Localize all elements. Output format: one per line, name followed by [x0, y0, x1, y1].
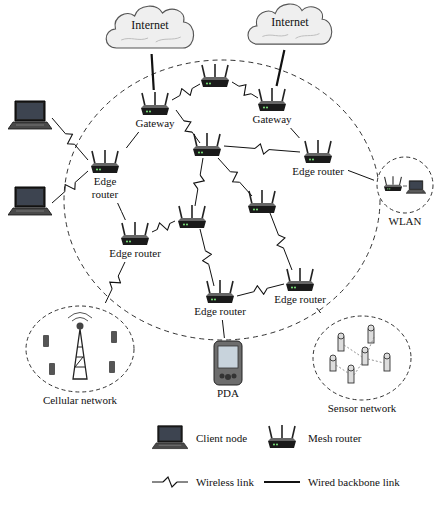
node-label: Internet — [271, 15, 308, 29]
wired-link — [277, 50, 285, 86]
legend-label: Client node — [196, 432, 247, 445]
router-icon — [85, 150, 125, 174]
router-icon — [133, 92, 177, 116]
router-sample — [262, 424, 302, 452]
node-label: Gateway — [135, 117, 174, 130]
wlan-icon — [376, 156, 434, 214]
wireless-link — [118, 203, 126, 220]
legend-label: Wireless link — [196, 476, 254, 489]
wlan-cluster: WLAN — [376, 156, 434, 228]
wireless-link — [126, 132, 138, 148]
router-icon — [290, 140, 346, 164]
cellular-cluster: Cellular network — [25, 305, 135, 407]
node-label: Cellular network — [43, 394, 117, 407]
node-label: Edge router — [194, 305, 246, 318]
legend-label: Wired backbone link — [308, 476, 400, 489]
wireless-links — [52, 82, 300, 296]
gateway-router: Gateway — [133, 92, 177, 130]
legend-entry: Wired backbone link — [262, 468, 400, 496]
pda-device: PDA — [213, 340, 243, 400]
router-icon — [192, 280, 248, 304]
wireless-link — [348, 170, 374, 180]
edge-router: Edge router — [107, 222, 163, 260]
router-icon — [272, 268, 328, 292]
legend-entry: Mesh router — [262, 424, 361, 452]
cell-icon — [25, 305, 135, 393]
laptop-sample — [150, 424, 190, 452]
edge-router: Edge router — [272, 268, 328, 306]
client-laptops — [8, 101, 52, 215]
router-icon — [107, 222, 163, 246]
mesh-boundary — [64, 60, 380, 340]
edge-router: Edge router — [192, 280, 248, 318]
legend-entry: Client node — [150, 424, 247, 452]
wireless-link — [291, 128, 300, 138]
node-label: Internet — [131, 18, 168, 32]
pda-icon — [213, 340, 243, 386]
wireless-link — [222, 320, 224, 338]
sensor-cluster: Sensor network — [312, 315, 412, 415]
wired-sample — [262, 468, 302, 496]
node-label: Sensor network — [328, 402, 397, 415]
wired-link — [152, 54, 154, 90]
node-label: PDA — [217, 387, 239, 400]
connectors — [105, 50, 374, 338]
node-label: Edge router — [87, 175, 123, 201]
node-label: Edge router — [274, 293, 326, 306]
node-label: Gateway — [252, 113, 291, 126]
node-label: Edge router — [292, 165, 344, 178]
node-label: Edge router — [109, 247, 161, 260]
sensor-icon — [312, 315, 412, 401]
wireless-link — [317, 308, 321, 313]
legend-entry: Wireless link — [150, 468, 254, 496]
gateway-router: Gateway — [250, 88, 294, 126]
wireless-link — [105, 262, 125, 303]
edge-router: Edge router — [290, 140, 346, 178]
internet-cloud: Internet — [102, 2, 198, 52]
legend-label: Mesh router — [308, 432, 361, 445]
internet-cloud: Internet — [244, 0, 336, 48]
node-label: WLAN — [389, 215, 422, 228]
edge-router: Edge router — [85, 150, 125, 201]
router-icon — [250, 88, 294, 112]
wireless-sample — [150, 468, 190, 496]
